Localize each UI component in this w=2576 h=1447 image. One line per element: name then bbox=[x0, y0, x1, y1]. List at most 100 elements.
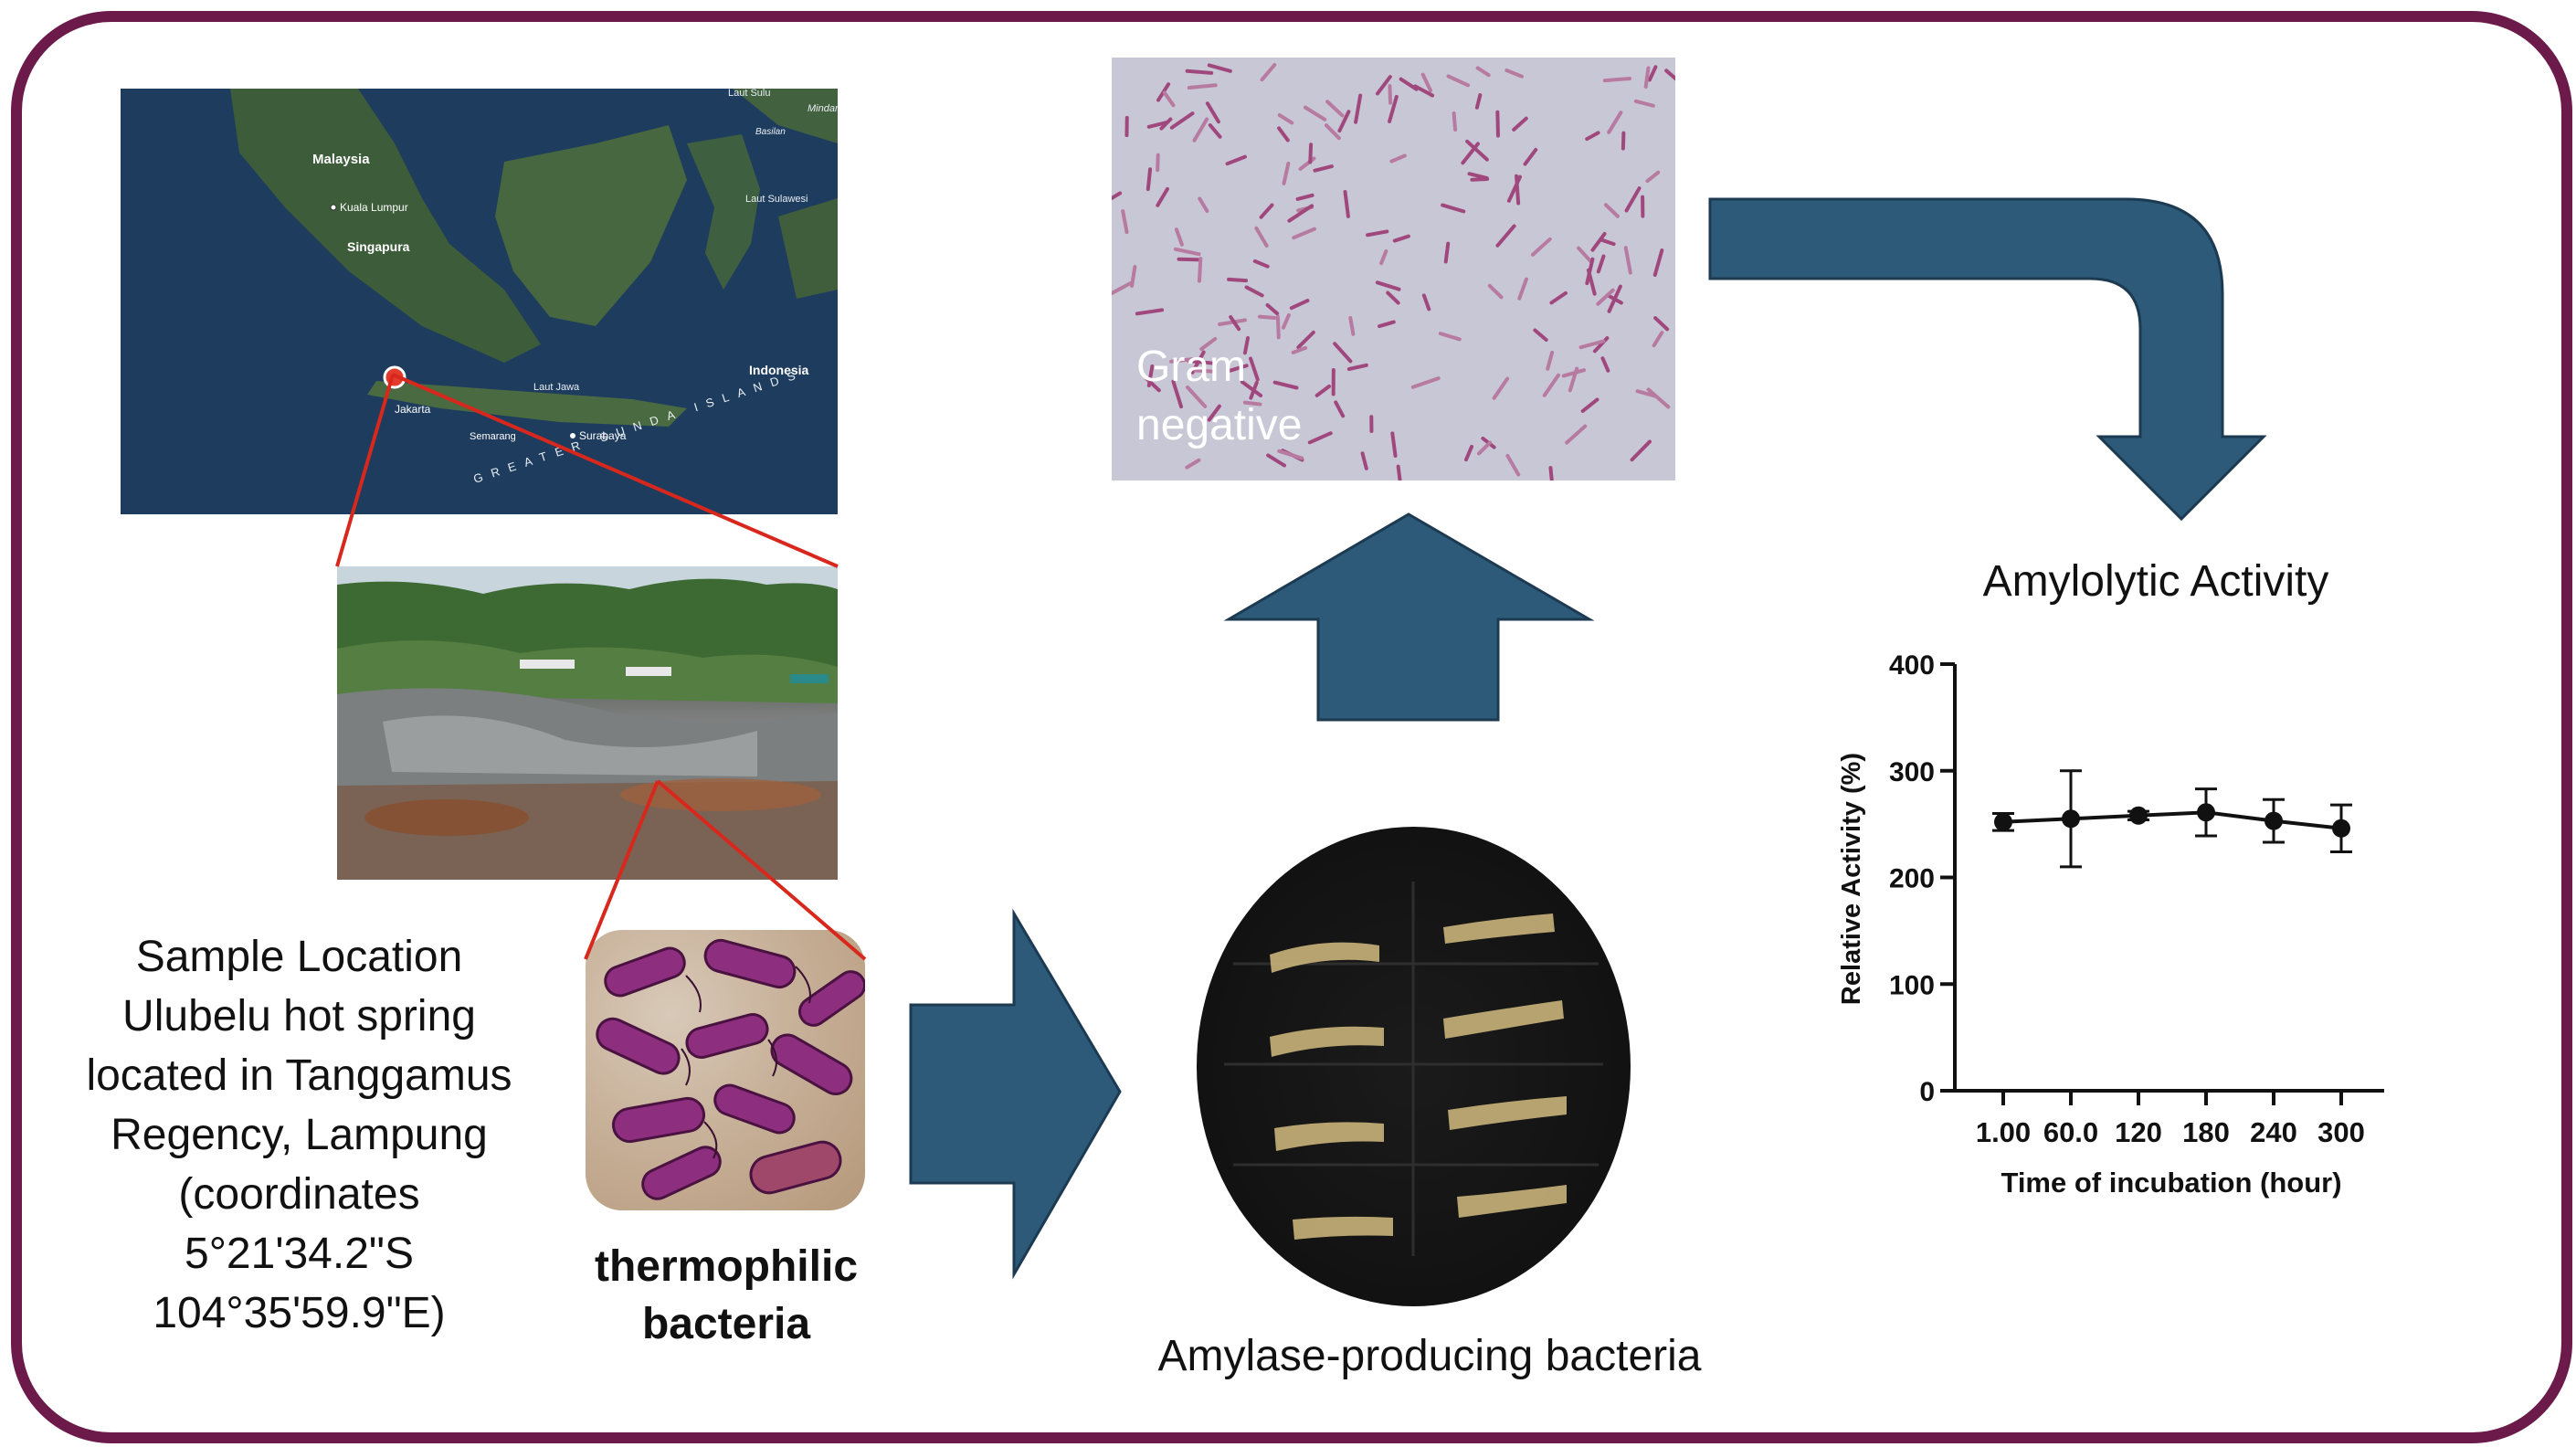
location-line-5: 5°21'34.2"S bbox=[185, 1230, 414, 1278]
gram-rod bbox=[1388, 84, 1393, 105]
gram-rod bbox=[1277, 126, 1290, 143]
gram-rod bbox=[1240, 380, 1263, 397]
gram-rod bbox=[1542, 373, 1560, 397]
gram-rod bbox=[1646, 387, 1671, 409]
thermo-line-0: thermophilic bbox=[594, 1242, 859, 1291]
x-tick-label: 240 bbox=[2250, 1116, 2297, 1148]
location-line-2: located in Tanggamus bbox=[86, 1051, 512, 1100]
gram-rod bbox=[1492, 376, 1510, 400]
gram-rod bbox=[1313, 164, 1334, 173]
gram-rod bbox=[1177, 257, 1200, 262]
gram-rod bbox=[1308, 143, 1314, 164]
gram-rod bbox=[1169, 357, 1195, 364]
thermophilic-bacteria-image bbox=[586, 930, 865, 1210]
gram-rod bbox=[1546, 350, 1555, 371]
gram-rod bbox=[1495, 110, 1500, 138]
gram-rod bbox=[1173, 247, 1201, 257]
sample-location-text: Sample Location Ulubelu hot spring locat… bbox=[46, 927, 553, 1343]
gram-rod bbox=[1314, 384, 1332, 397]
gram-rod bbox=[1487, 283, 1504, 300]
gram-rod bbox=[1568, 366, 1579, 393]
gram-rod bbox=[1281, 312, 1291, 330]
gram-rod bbox=[1515, 174, 1521, 206]
gram-rod bbox=[1325, 100, 1345, 118]
gram-rod bbox=[1292, 227, 1316, 240]
location-line-3: Regency, Lampung bbox=[111, 1111, 488, 1159]
gram-rod bbox=[1121, 209, 1129, 235]
data-point bbox=[2265, 811, 2283, 830]
y-tick-label: 300 bbox=[1889, 757, 1935, 787]
gram-rod bbox=[1475, 66, 1491, 78]
map-label-5: Singapura bbox=[347, 239, 410, 254]
map-label-4: Kuala Lumpur bbox=[340, 201, 408, 214]
gram-rod bbox=[1464, 444, 1474, 462]
gram-line-1: negative bbox=[1136, 401, 1303, 449]
gram-rod bbox=[1390, 431, 1398, 458]
x-tick-label: 120 bbox=[2115, 1116, 2162, 1148]
gram-rod bbox=[1186, 385, 1208, 408]
gram-rod bbox=[1392, 234, 1410, 243]
gram-rod bbox=[1258, 314, 1277, 321]
gram-rod bbox=[1295, 193, 1314, 201]
gram-rod bbox=[1495, 224, 1516, 248]
gram-rod bbox=[1602, 77, 1632, 83]
gram-rod bbox=[1229, 315, 1241, 332]
gram-rod bbox=[1265, 302, 1280, 316]
gram-rod bbox=[1565, 424, 1588, 445]
y-tick-label: 200 bbox=[1889, 864, 1935, 894]
gram-rod bbox=[1578, 339, 1606, 350]
gram-rod bbox=[1467, 172, 1489, 180]
gram-rod bbox=[1112, 191, 1123, 205]
gram-rod bbox=[1198, 196, 1209, 214]
gram-rod bbox=[1112, 281, 1133, 297]
gram-rod bbox=[1505, 453, 1521, 477]
gram-rod bbox=[1599, 238, 1616, 247]
map-label-6: Laut Sulawesi bbox=[745, 194, 808, 205]
gram-rod bbox=[1452, 111, 1458, 132]
gram-rod bbox=[1174, 227, 1184, 247]
amylase-producing-label: Amylase-producing bacteria bbox=[1157, 1332, 1702, 1380]
gram-rod bbox=[1272, 380, 1299, 390]
gram-rod bbox=[1388, 94, 1399, 123]
gram-rod bbox=[1531, 237, 1552, 257]
gram-rod bbox=[1517, 277, 1528, 301]
gram-rod bbox=[1252, 259, 1270, 269]
gram-rod bbox=[1282, 161, 1291, 185]
gram-rod bbox=[1130, 265, 1137, 288]
gram-rod bbox=[1199, 336, 1218, 352]
gram-rod bbox=[1169, 111, 1195, 130]
map-label-2: Basilan bbox=[755, 127, 786, 137]
gram-rod bbox=[1386, 290, 1400, 305]
gram-rod bbox=[1343, 190, 1350, 218]
gram-rod bbox=[1346, 363, 1368, 372]
gram-rod bbox=[1145, 167, 1153, 192]
gram-rod bbox=[1244, 285, 1264, 298]
gram-rod bbox=[1193, 368, 1216, 374]
gram-rod bbox=[1413, 84, 1435, 98]
gram-rod bbox=[1225, 154, 1247, 166]
gram-rod bbox=[1446, 74, 1471, 88]
gram-rod bbox=[1410, 376, 1441, 389]
gram-rod bbox=[1228, 364, 1249, 373]
chart-marks bbox=[1992, 769, 2352, 869]
gram-rod bbox=[1549, 290, 1568, 305]
map-label-0: Laut Sulu bbox=[728, 89, 770, 99]
location-line-6: 104°35'59.9"E) bbox=[153, 1289, 446, 1337]
gram-rod bbox=[1275, 314, 1281, 340]
petri-plate-image bbox=[1197, 827, 1631, 1306]
gram-rod bbox=[1289, 299, 1310, 311]
gram-rod bbox=[1162, 90, 1176, 108]
gram-rod bbox=[1441, 203, 1466, 214]
x-tick-label: 1.00 bbox=[1976, 1116, 2031, 1148]
gram-rod bbox=[1379, 249, 1388, 266]
data-point bbox=[1994, 812, 2012, 831]
gram-rod bbox=[1187, 83, 1218, 90]
gram-rod bbox=[1476, 440, 1493, 456]
gram-rod bbox=[1266, 453, 1287, 468]
gram-rod bbox=[1474, 93, 1483, 110]
thermophilic-bacteria-label: thermophilic bacteria bbox=[548, 1238, 904, 1353]
gram-rod bbox=[1607, 111, 1623, 134]
gram-rod bbox=[1630, 439, 1652, 462]
gram-rod bbox=[1277, 113, 1294, 125]
